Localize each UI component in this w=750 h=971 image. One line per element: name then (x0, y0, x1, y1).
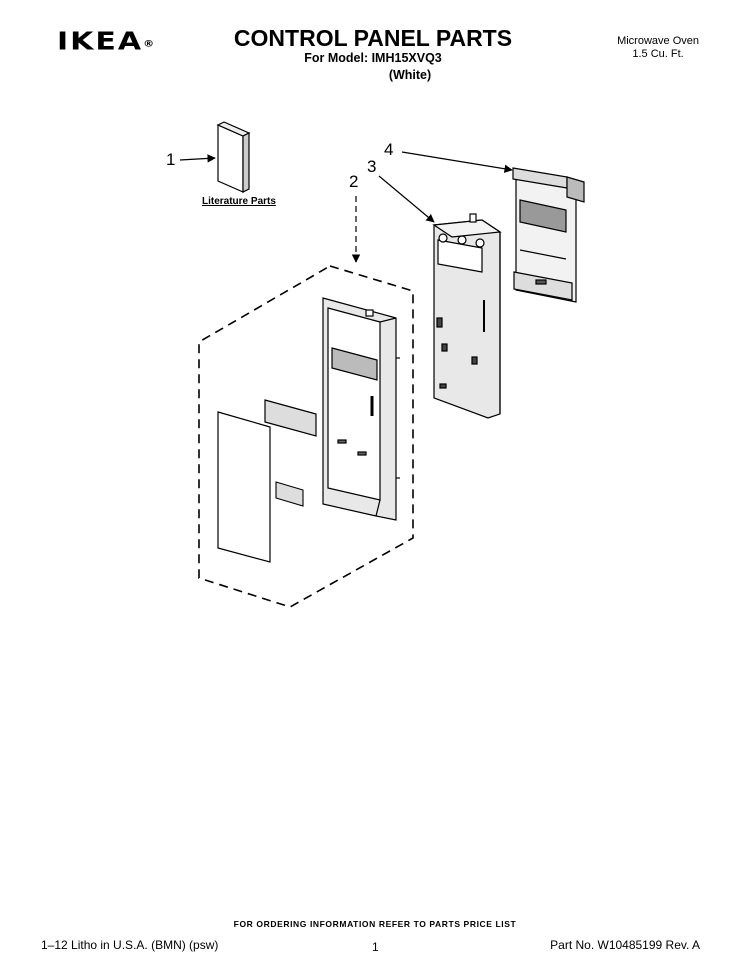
overlay-tab (275, 481, 304, 507)
display-window-insert (264, 399, 317, 437)
brand-name: IKEA (57, 27, 144, 57)
color-line: (White) (388, 68, 432, 82)
product-info: Microwave Oven 1.5 Cu. Ft. (617, 35, 699, 61)
product-size: 1.5 Cu. Ft. (632, 48, 684, 60)
model-line: For Model: IMH15XVQ3 (304, 51, 442, 65)
product-type: Microwave Oven (617, 35, 699, 47)
callout-1: 1 (166, 150, 176, 169)
callout-4-arrow (401, 151, 513, 173)
page-number: 1 (372, 940, 379, 954)
part-number: Part No. W10485199 Rev. A (550, 938, 700, 952)
litho-info: 1–12 Litho in U.S.A. (BMN) (psw) (41, 938, 219, 952)
callout-3-arrow (378, 175, 435, 223)
control-panel-frame (322, 297, 400, 521)
callout-4: 4 (384, 140, 394, 159)
page-title: CONTROL PANEL PARTS (233, 25, 513, 51)
control-board-bracket (512, 167, 585, 303)
callout-2: 2 (349, 172, 359, 191)
literature-booklet (216, 121, 251, 193)
ikea-logo: IKEA® (57, 30, 154, 55)
inner-control-panel (432, 213, 502, 419)
callout-3: 3 (367, 157, 377, 176)
registered-mark: ® (143, 38, 155, 49)
literature-parts-label: Literature Parts (202, 196, 276, 207)
callout-1-arrow (179, 154, 216, 163)
touchpad-overlay (217, 411, 271, 563)
ordering-note: FOR ORDERING INFORMATION REFER TO PARTS … (233, 919, 517, 929)
